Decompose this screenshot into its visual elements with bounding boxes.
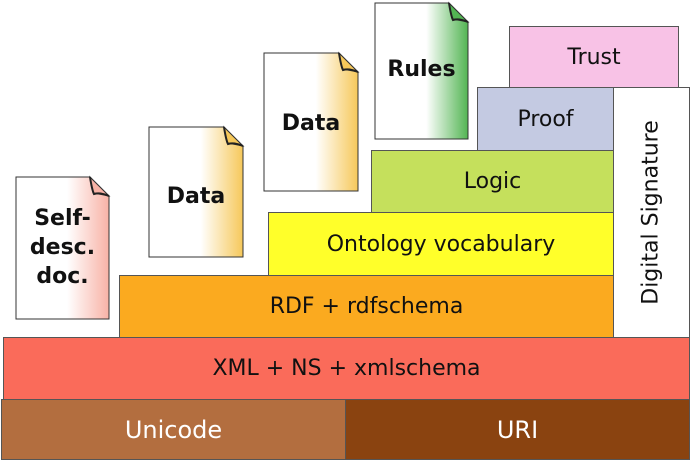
- document-page-curl: [89, 176, 110, 197]
- layer-digital-signature: Digital Signature: [613, 87, 690, 338]
- layer-xml: XML + NS + xmlschema: [3, 337, 690, 400]
- layer-trust: Trust: [509, 26, 679, 88]
- document-self-desc-label: Self- desc. doc.: [29, 206, 96, 289]
- layer-logic: Logic: [371, 150, 614, 213]
- document-page-body: [148, 126, 244, 258]
- layer-trust-label: Trust: [567, 44, 621, 70]
- document-page-body: [15, 176, 110, 320]
- layer-proof: Proof: [477, 87, 614, 151]
- layer-ontology-label: Ontology vocabulary: [326, 231, 556, 257]
- document-page-curl: [338, 52, 359, 73]
- document-page-curl: [448, 2, 469, 23]
- layer-uri-label: URI: [496, 415, 539, 444]
- document-page-icon: [263, 51, 360, 192]
- document-data-1: Data: [148, 125, 245, 258]
- document-page-body: [374, 2, 469, 140]
- layer-proof-label: Proof: [517, 106, 574, 132]
- document-self-desc: Self- desc. doc.: [15, 175, 111, 320]
- document-rules-label: Rules: [387, 57, 456, 82]
- document-page-icon: [148, 125, 245, 258]
- document-data-2-label: Data: [281, 111, 341, 136]
- layer-unicode: Unicode: [1, 399, 346, 460]
- document-data-1-label: Data: [166, 184, 226, 209]
- document-page-icon: [15, 175, 111, 320]
- document-data-2: Data: [263, 51, 360, 192]
- document-page-icon: [374, 1, 470, 140]
- layer-rdf: RDF + rdfschema: [119, 275, 614, 338]
- document-rules: Rules: [374, 1, 470, 140]
- layer-digital-signature-label: Digital Signature: [639, 120, 665, 305]
- document-page-curl: [223, 126, 244, 147]
- layer-xml-label: XML + NS + xmlschema: [212, 356, 481, 381]
- layer-uri: URI: [345, 399, 690, 460]
- document-page-body: [263, 52, 359, 192]
- layer-logic-label: Logic: [463, 169, 522, 194]
- layer-rdf-label: RDF + rdfschema: [269, 294, 464, 319]
- layer-unicode-label: Unicode: [124, 415, 223, 444]
- layer-ontology: Ontology vocabulary: [268, 212, 614, 276]
